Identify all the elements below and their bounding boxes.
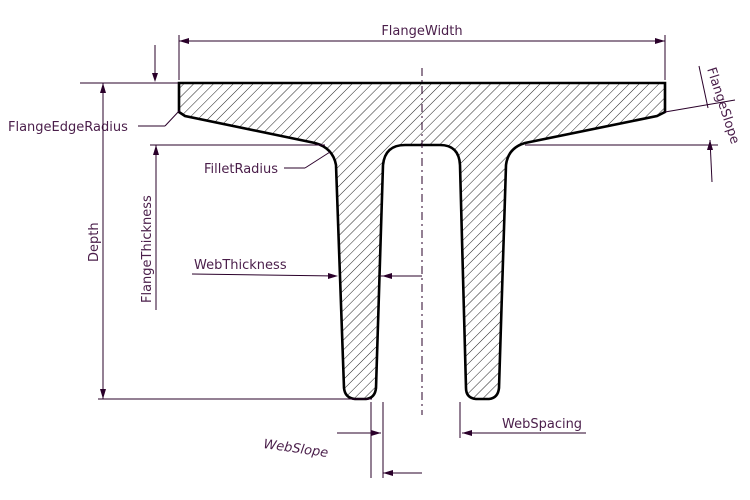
web-thickness-label: WebThickness (194, 258, 287, 273)
flange-edge-radius-label: FlangeEdgeRadius (8, 120, 128, 135)
flange-thickness-label: FlangeThickness (140, 195, 155, 303)
section-outline (177, 81, 667, 401)
depth-label: Depth (87, 222, 102, 262)
flange-slope-label: FlangeSlope (703, 66, 742, 146)
web-slope-label: WebSlope (262, 437, 329, 461)
web-spacing-label: WebSpacing (502, 417, 582, 432)
flange-slope-line (664, 99, 736, 113)
web-thickness-leader (191, 273, 337, 277)
fillet-radius-label: FilletRadius (204, 162, 278, 177)
flange-width-label: FlangeWidth (381, 24, 462, 39)
